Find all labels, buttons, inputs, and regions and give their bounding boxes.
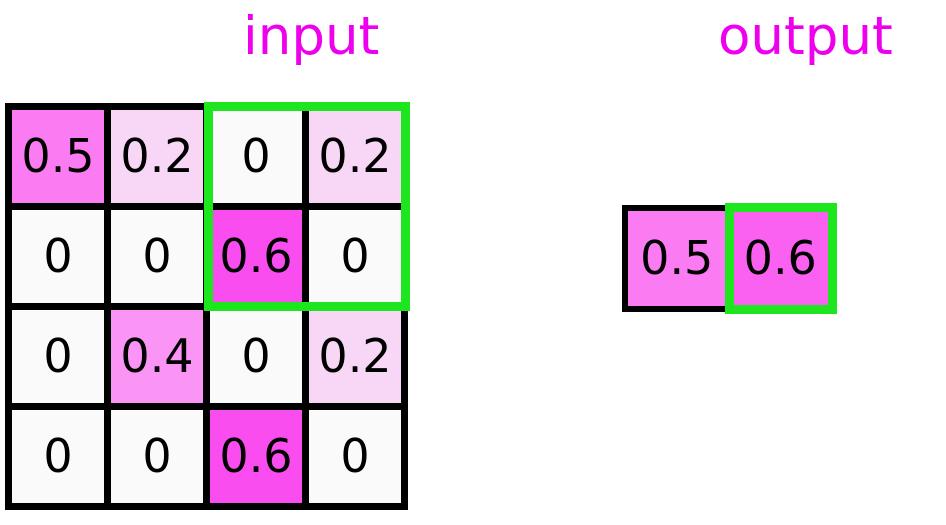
matrix-cell-value: 0	[241, 328, 271, 383]
input-matrix: 0.5 0.2 0 0.2 0 0 0.6 0 0 0.4 0 0.2 0 0 0.6 0	[5, 103, 408, 510]
output-matrix: 0.5 0.6	[622, 205, 835, 312]
matrix-cell: 0.6	[210, 410, 302, 503]
matrix-cell-value: 0	[43, 328, 73, 383]
matrix-cell-value: 0	[43, 228, 73, 283]
matrix-cell: 0	[12, 210, 104, 303]
matrix-cell: 0	[210, 110, 302, 203]
matrix-cell-value: 0.6	[743, 230, 817, 285]
matrix-cell: 0	[12, 410, 104, 503]
matrix-cell: 0.6	[210, 210, 302, 303]
matrix-cell: 0.2	[111, 110, 203, 203]
matrix-cell: 0.4	[111, 310, 203, 403]
output-panel-title: output	[718, 6, 893, 67]
matrix-cell-value: 0	[241, 128, 271, 183]
matrix-cell: 0.6	[731, 211, 829, 306]
matrix-cell-value: 0.2	[120, 128, 194, 183]
matrix-cell-value: 0	[43, 428, 73, 483]
matrix-cell: 0.2	[309, 110, 401, 203]
matrix-cell-value: 0	[340, 228, 370, 283]
matrix-cell-value: 0.6	[219, 428, 293, 483]
matrix-cell: 0	[309, 210, 401, 303]
matrix-cell: 0	[111, 410, 203, 503]
matrix-cell-value: 0.2	[318, 128, 392, 183]
matrix-cell-value: 0.5	[21, 128, 95, 183]
matrix-cell-value: 0.2	[318, 328, 392, 383]
matrix-cell-value: 0	[340, 428, 370, 483]
matrix-cell-value: 0.5	[640, 230, 714, 285]
matrix-cell-value: 0	[142, 428, 172, 483]
matrix-cell-value: 0.4	[120, 328, 194, 383]
matrix-cell: 0	[309, 410, 401, 503]
matrix-cell: 0	[12, 310, 104, 403]
matrix-cell: 0.5	[628, 211, 726, 306]
matrix-cell: 0.5	[12, 110, 104, 203]
matrix-cell-value: 0	[142, 228, 172, 283]
matrix-cell: 0	[210, 310, 302, 403]
matrix-cell: 0	[111, 210, 203, 303]
matrix-cell-value: 0.6	[219, 228, 293, 283]
matrix-cell: 0.2	[309, 310, 401, 403]
input-panel-title: input	[243, 6, 380, 67]
